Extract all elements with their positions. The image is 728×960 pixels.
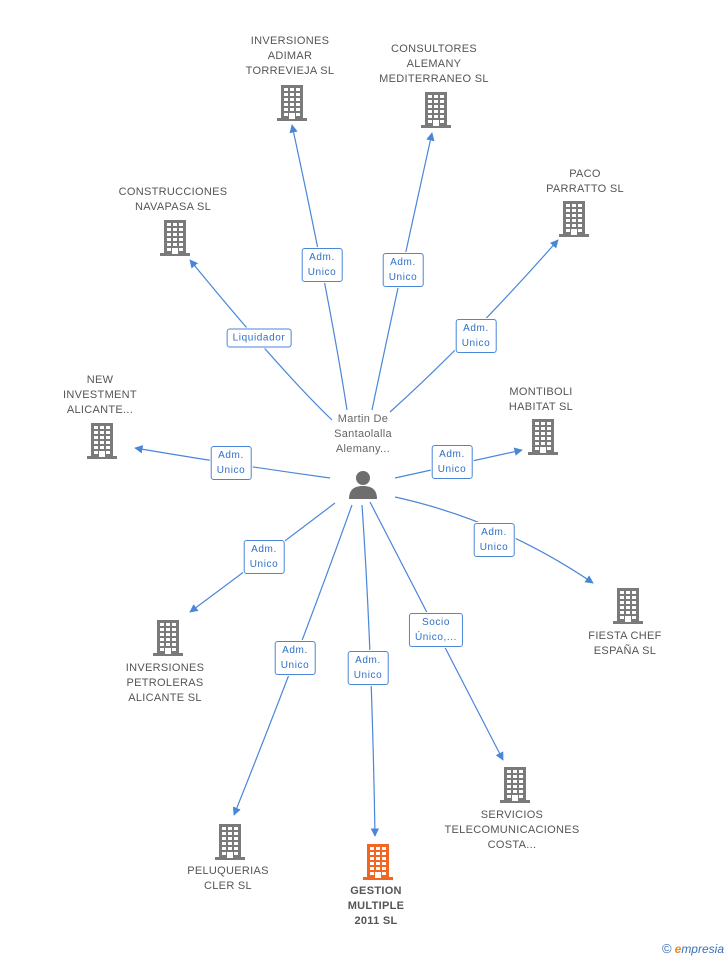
- building-icon: [215, 824, 245, 860]
- building-icon: [87, 423, 117, 459]
- company-node-inversiones-adimar[interactable]: [277, 85, 307, 126]
- company-node-peluquerias-cler[interactable]: [215, 824, 245, 865]
- company-name-montiboli[interactable]: MONTIBOLI HABITAT SL: [508, 386, 574, 413]
- building-icon: [153, 620, 183, 656]
- edge-construcciones-navapasa: [189, 259, 333, 421]
- building-icon: [500, 767, 530, 803]
- copyright-symbol: ©: [662, 941, 672, 956]
- relation-label-montiboli[interactable]: Adm. Unico: [431, 445, 473, 479]
- company-name-inversiones-petroleras[interactable]: INVERSIONES PETROLERAS ALICANTE SL: [125, 662, 205, 704]
- relation-label-gestion-multiple[interactable]: Adm. Unico: [347, 651, 389, 685]
- company-node-fiesta-chef[interactable]: [613, 588, 643, 629]
- company-node-new-investment[interactable]: [87, 423, 117, 464]
- building-icon: [277, 85, 307, 121]
- building-icon: [421, 92, 451, 128]
- brand-name: mpresia: [681, 942, 724, 956]
- company-name-construcciones-navapasa[interactable]: CONSTRUCCIONES NAVAPASA SL: [118, 186, 228, 213]
- relation-label-construcciones-navapasa[interactable]: Liquidador: [226, 328, 292, 348]
- building-icon: [160, 220, 190, 256]
- company-name-paco-parratto[interactable]: PACO PARRATTO SL: [546, 168, 624, 195]
- company-name-fiesta-chef[interactable]: FIESTA CHEF ESPAÑA SL: [588, 630, 662, 657]
- company-node-inversiones-petroleras[interactable]: [153, 620, 183, 661]
- relation-label-inversiones-adimar[interactable]: Adm. Unico: [301, 248, 343, 282]
- company-node-montiboli[interactable]: [528, 419, 558, 460]
- company-name-servicios-telecom[interactable]: SERVICIOS TELECOMUNICACIONES COSTA...: [444, 809, 580, 851]
- brand-e: e: [674, 942, 682, 956]
- company-node-gestion-multiple[interactable]: [363, 844, 393, 885]
- center-person-name[interactable]: Martin De Santaolalla Alemany...: [334, 413, 392, 455]
- center-person[interactable]: [348, 469, 378, 504]
- company-node-construcciones-navapasa[interactable]: [160, 220, 190, 261]
- building-icon: [559, 201, 589, 237]
- relation-label-inversiones-petroleras[interactable]: Adm. Unico: [243, 540, 285, 574]
- company-name-new-investment[interactable]: NEW INVESTMENT ALICANTE...: [63, 374, 137, 416]
- building-icon: [528, 419, 558, 455]
- relation-label-paco-parratto[interactable]: Adm. Unico: [455, 319, 497, 353]
- company-name-inversiones-adimar[interactable]: INVERSIONES ADIMAR TORREVIEJA SL: [245, 35, 335, 77]
- relation-label-peluquerias-cler[interactable]: Adm. Unico: [274, 641, 316, 675]
- building-icon: [613, 588, 643, 624]
- company-node-servicios-telecom[interactable]: [500, 767, 530, 808]
- company-node-consultores-alemany[interactable]: [421, 92, 451, 133]
- relation-label-servicios-telecom[interactable]: Socio Único,...: [408, 613, 464, 647]
- building-icon: [363, 844, 393, 880]
- edge-inversiones-adimar: [289, 124, 348, 411]
- brand-footer: ©empresia: [662, 941, 724, 956]
- relation-label-consultores-alemany[interactable]: Adm. Unico: [382, 253, 424, 287]
- relation-label-new-investment[interactable]: Adm. Unico: [210, 446, 252, 480]
- relation-label-fiesta-chef[interactable]: Adm. Unico: [473, 523, 515, 557]
- company-name-consultores-alemany[interactable]: CONSULTORES ALEMANY MEDITERRANEO SL: [379, 43, 489, 85]
- company-name-peluquerias-cler[interactable]: PELUQUERIAS CLER SL: [187, 865, 269, 892]
- company-name-gestion-multiple[interactable]: GESTION MULTIPLE 2011 SL: [347, 885, 405, 927]
- person-icon: [349, 471, 377, 499]
- company-node-paco-parratto[interactable]: [559, 201, 589, 242]
